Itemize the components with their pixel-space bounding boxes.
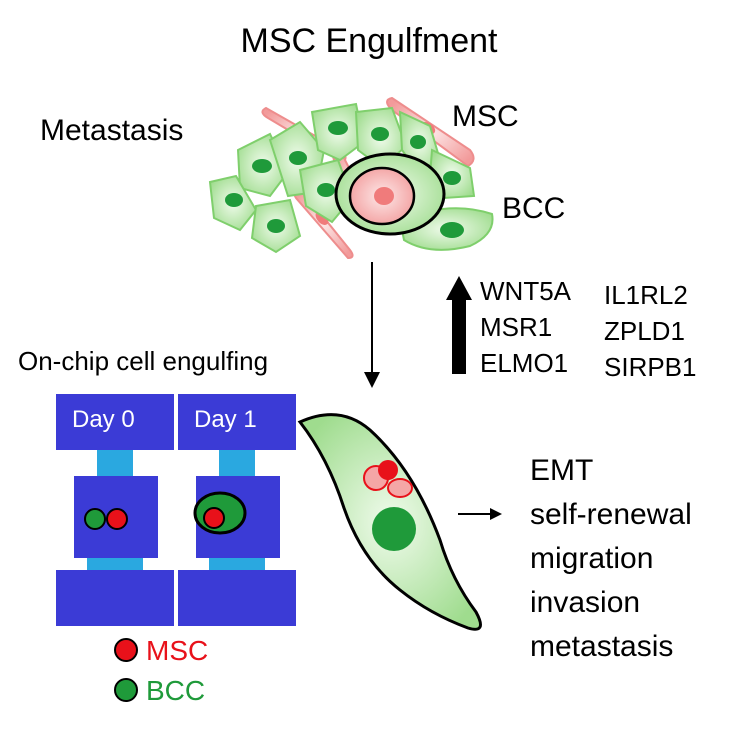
- gene-label: SIRPB1: [604, 352, 697, 382]
- outcome-label: migration: [530, 542, 654, 575]
- outcome-arrow: [458, 508, 502, 520]
- chip-title: On-chip cell engulfing: [18, 346, 269, 376]
- outcome-label: invasion: [530, 586, 641, 619]
- day1-label: Day 1: [194, 406, 257, 433]
- upregulation-arrow: [446, 276, 472, 374]
- day0-label: Day 0: [72, 406, 135, 433]
- chip-day0: [56, 394, 174, 626]
- bcc-label: BCC: [502, 192, 566, 225]
- outcome-label: self-renewal: [530, 498, 692, 531]
- gene-label: ELMO1: [480, 348, 569, 378]
- metastasis-label: Metastasis: [40, 114, 184, 147]
- down-arrow: [364, 262, 380, 388]
- figure-title: MSC Engulfment: [240, 22, 498, 60]
- engulfed-cell: [297, 413, 482, 631]
- gene-label: WNT5A: [480, 276, 571, 306]
- gene-label: ZPLD1: [604, 316, 685, 346]
- legend-bcc-label: BCC: [146, 675, 206, 706]
- chip-day1: [178, 394, 296, 626]
- bcc-cell: [250, 198, 302, 254]
- outcome-label: metastasis: [530, 630, 674, 663]
- gene-label: MSR1: [480, 312, 553, 342]
- gene-label: IL1RL2: [604, 280, 688, 310]
- outcome-label: EMT: [530, 454, 594, 487]
- bcc-cell: [208, 174, 258, 232]
- engulfing-cell: [334, 152, 446, 236]
- legend-bcc-marker: [114, 678, 138, 702]
- msc-label: MSC: [452, 100, 519, 133]
- bcc-cell: [310, 102, 366, 162]
- legend-msc-marker: [114, 638, 138, 662]
- legend-msc-label: MSC: [146, 635, 209, 666]
- cell-cluster: [208, 96, 494, 260]
